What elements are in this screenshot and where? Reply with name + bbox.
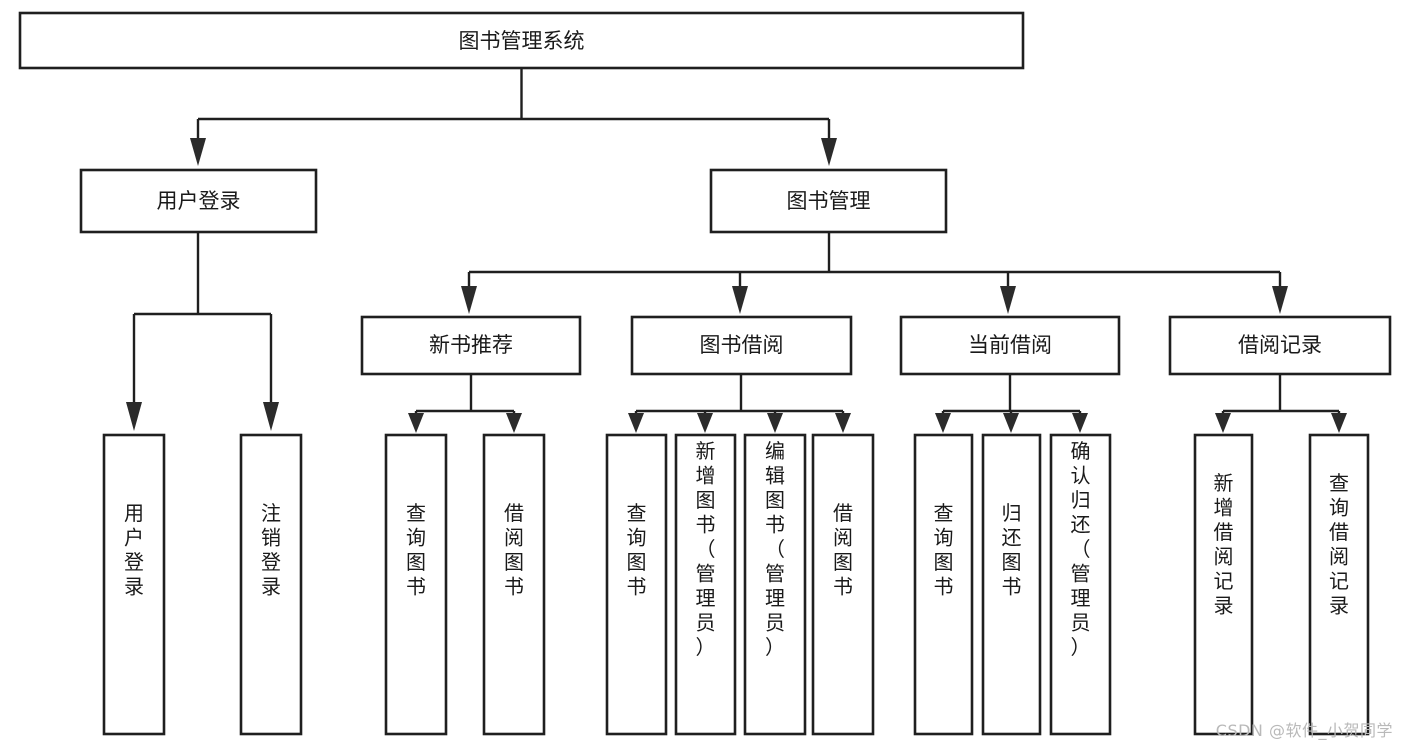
arrow-head-icon xyxy=(1331,413,1347,433)
connector-group-new-book-recommend xyxy=(408,374,522,433)
node-current-borrow-label: 当前借阅 xyxy=(968,333,1052,357)
node-leaf-query-book-3[interactable]: 查询图书 xyxy=(913,433,974,736)
node-leaf-query-record-box xyxy=(1308,433,1370,736)
node-leaf-query-record[interactable]: 查询借阅记录 xyxy=(1308,433,1370,736)
connector-group-current-borrow xyxy=(935,374,1088,433)
arrow-head-icon xyxy=(506,413,522,433)
node-current-borrow[interactable]: 当前借阅 xyxy=(899,315,1121,376)
connector-group-borrow-record xyxy=(1215,374,1347,433)
connector-group-root xyxy=(190,68,837,166)
node-current-borrow-box xyxy=(899,315,1121,376)
arrow-head-icon xyxy=(1215,413,1231,433)
node-leaf-user-login[interactable]: 用户登录 xyxy=(102,433,166,736)
arrow-head-icon xyxy=(1072,413,1088,433)
node-book-manage-box xyxy=(709,168,948,234)
arrow-head-icon xyxy=(732,286,748,314)
node-leaf-add-book-box xyxy=(674,433,737,736)
node-leaf-edit-book[interactable]: 编辑图书（管理员） xyxy=(743,433,807,736)
node-new-book-recommend[interactable]: 新书推荐 xyxy=(360,315,582,376)
arrow-head-icon xyxy=(821,138,837,166)
node-borrow-record[interactable]: 借阅记录 xyxy=(1168,315,1392,376)
node-leaf-add-record-box xyxy=(1193,433,1254,736)
node-borrow-record-box xyxy=(1168,315,1392,376)
arrow-head-icon xyxy=(835,413,851,433)
node-leaf-edit-book-box xyxy=(743,433,807,736)
node-leaf-user-logout-label: 注销登录 xyxy=(261,501,281,599)
node-root[interactable]: 图书管理系统 xyxy=(18,11,1025,70)
arrow-head-icon xyxy=(697,413,713,433)
node-book-borrow-label: 图书借阅 xyxy=(700,333,784,357)
node-leaf-add-book-label: 新增图书（管理员） xyxy=(696,439,716,659)
node-book-manage[interactable]: 图书管理 xyxy=(709,168,948,234)
arrow-head-icon xyxy=(767,413,783,433)
node-leaf-query-book-3-label: 查询图书 xyxy=(934,501,954,599)
node-leaf-user-logout[interactable]: 注销登录 xyxy=(239,433,303,736)
connector-group-book-manage xyxy=(461,232,1288,314)
node-leaf-return-book-label: 归还图书 xyxy=(1002,501,1022,599)
node-leaf-query-book-2-box xyxy=(605,433,668,736)
node-book-borrow[interactable]: 图书借阅 xyxy=(630,315,853,376)
node-leaf-edit-book-label: 编辑图书（管理员） xyxy=(765,439,785,659)
node-leaf-user-login-box xyxy=(102,433,166,736)
node-leaf-return-book[interactable]: 归还图书 xyxy=(981,433,1042,736)
node-root-box xyxy=(18,11,1025,70)
arrow-head-icon xyxy=(408,413,424,433)
node-leaf-borrow-book-1[interactable]: 借阅图书 xyxy=(482,433,546,736)
node-user-login-label: 用户登录 xyxy=(157,189,241,213)
node-leaf-return-book-box xyxy=(981,433,1042,736)
node-leaf-add-record-label: 新增借阅记录 xyxy=(1214,471,1234,618)
csdn-watermark: CSDN @软件_小贺同学 xyxy=(1215,721,1393,740)
arrow-head-icon xyxy=(263,402,279,431)
node-user-login-box xyxy=(79,168,318,234)
arrow-head-icon xyxy=(628,413,644,433)
arrow-head-icon xyxy=(1272,286,1288,314)
node-leaf-query-book-1-box xyxy=(384,433,448,736)
arrow-head-icon xyxy=(1003,413,1019,433)
arrow-head-icon xyxy=(126,402,142,431)
node-leaf-add-record[interactable]: 新增借阅记录 xyxy=(1193,433,1254,736)
node-leaf-query-book-1[interactable]: 查询图书 xyxy=(384,433,448,736)
node-leaf-query-record-label: 查询借阅记录 xyxy=(1329,471,1349,618)
node-borrow-record-label: 借阅记录 xyxy=(1238,333,1322,357)
node-book-borrow-box xyxy=(630,315,853,376)
node-leaf-borrow-book-2[interactable]: 借阅图书 xyxy=(811,433,875,736)
node-leaf-query-book-2-label: 查询图书 xyxy=(627,501,647,599)
node-leaf-query-book-2[interactable]: 查询图书 xyxy=(605,433,668,736)
node-leaf-confirm-return-label: 确认归还（管理员） xyxy=(1071,439,1091,659)
node-leaf-confirm-return[interactable]: 确认归还（管理员） xyxy=(1049,433,1112,736)
node-root-label: 图书管理系统 xyxy=(459,29,585,53)
node-leaf-add-book[interactable]: 新增图书（管理员） xyxy=(674,433,737,736)
node-book-manage-label: 图书管理 xyxy=(787,189,871,213)
node-user-login[interactable]: 用户登录 xyxy=(79,168,318,234)
node-leaf-user-login-label: 用户登录 xyxy=(124,501,144,599)
node-new-book-recommend-box xyxy=(360,315,582,376)
node-leaf-confirm-return-box xyxy=(1049,433,1112,736)
node-leaf-query-book-3-box xyxy=(913,433,974,736)
node-leaf-user-logout-box xyxy=(239,433,303,736)
node-leaf-query-book-1-label: 查询图书 xyxy=(406,501,426,599)
arrow-head-icon xyxy=(190,138,206,166)
node-leaf-borrow-book-1-label: 借阅图书 xyxy=(504,501,524,599)
connector-group-book-borrow xyxy=(628,374,851,433)
node-new-book-recommend-label: 新书推荐 xyxy=(429,333,513,357)
arrow-head-icon xyxy=(461,286,477,314)
node-leaf-borrow-book-2-box xyxy=(811,433,875,736)
arrow-head-icon xyxy=(1000,286,1016,314)
node-leaf-borrow-book-1-box xyxy=(482,433,546,736)
node-leaf-borrow-book-2-label: 借阅图书 xyxy=(833,501,853,599)
connector-group-user-login xyxy=(126,232,279,431)
arrow-head-icon xyxy=(935,413,951,433)
